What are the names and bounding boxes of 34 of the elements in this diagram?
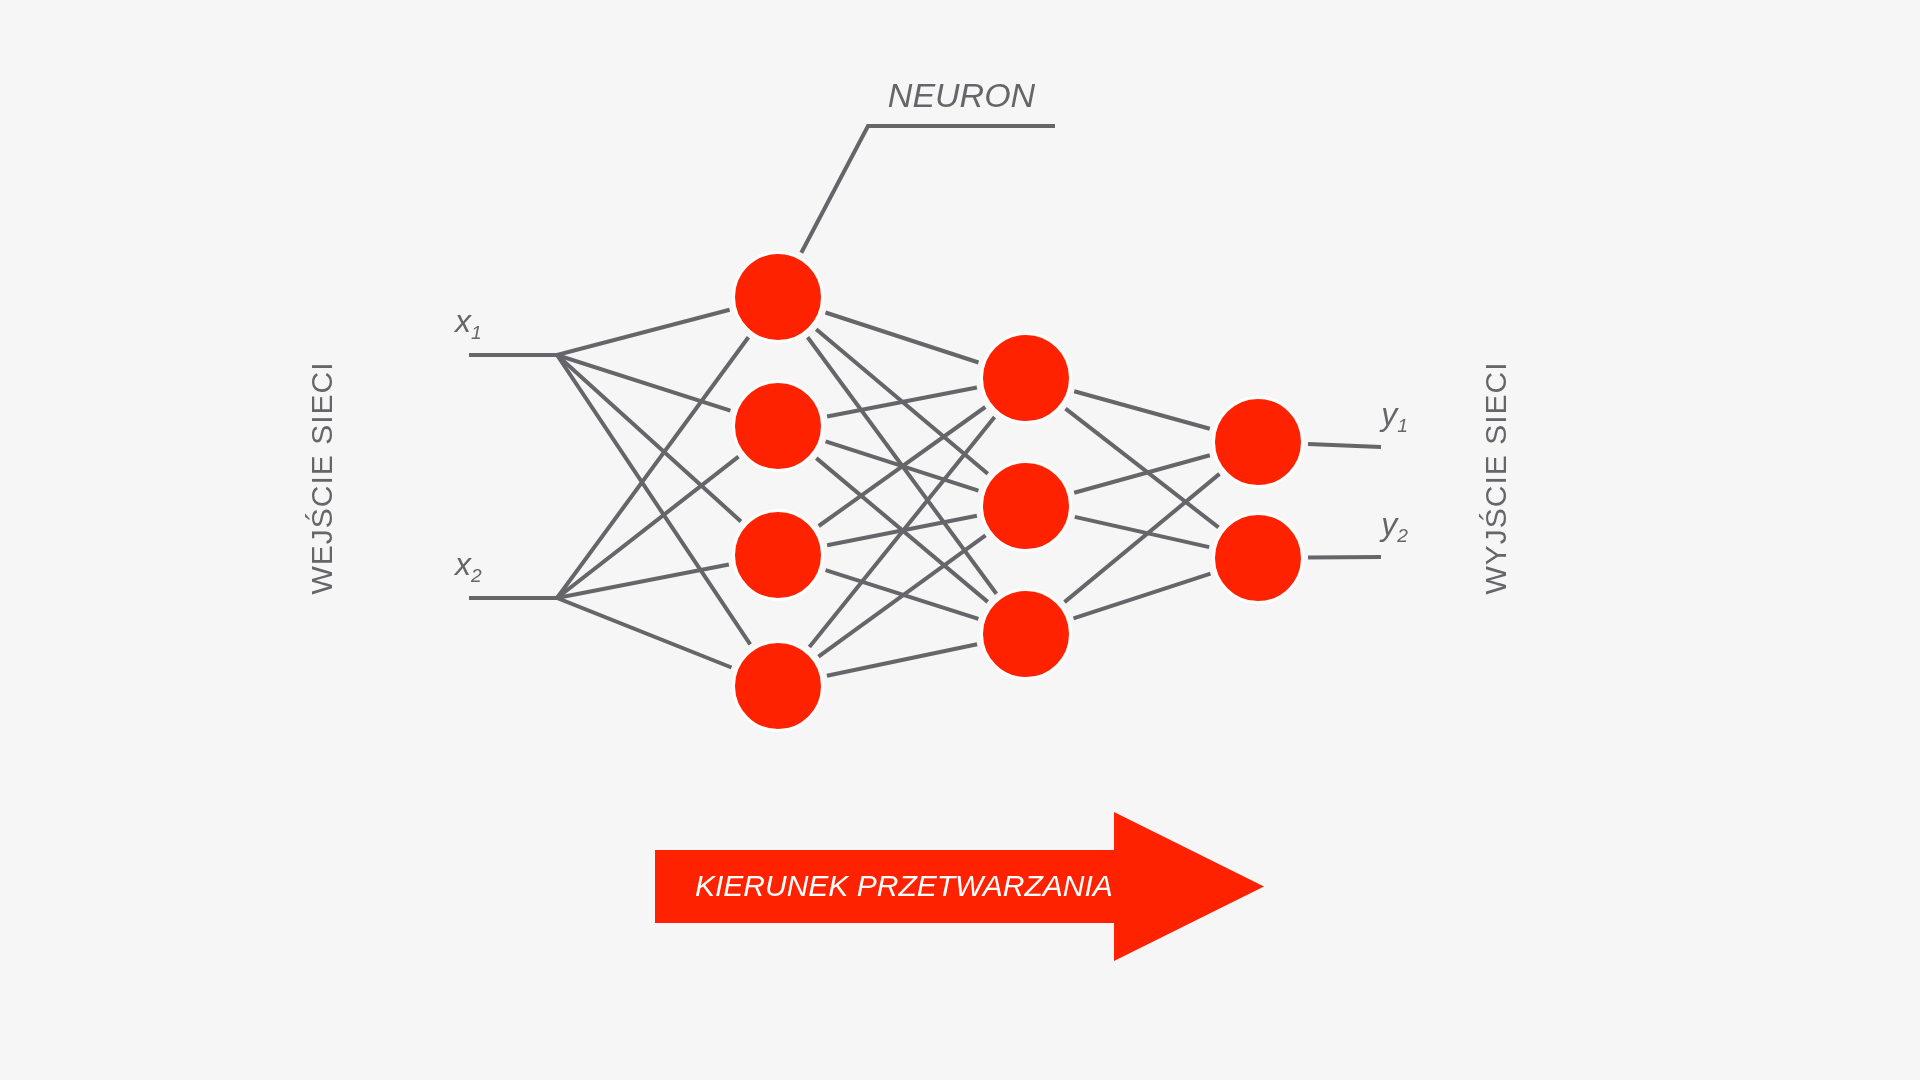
connection-line — [814, 327, 990, 476]
connection-line — [1064, 407, 1220, 529]
connection-line — [469, 596, 733, 670]
connection-line — [826, 385, 978, 419]
connection-line — [1307, 442, 1382, 449]
connection-line — [825, 439, 979, 493]
connection-line — [1073, 453, 1211, 495]
connection-line — [817, 533, 987, 659]
connection-line — [1308, 555, 1381, 560]
variable-label: x$_{1}$ — [455, 303, 495, 355]
connection-line — [826, 642, 978, 678]
connection-line — [815, 456, 989, 604]
connection-line — [1063, 472, 1221, 604]
neuron-circle — [980, 332, 1072, 424]
connection-line — [824, 310, 980, 365]
connection-line — [807, 415, 997, 649]
connection-line — [1074, 514, 1210, 550]
arrow-label: KIERUNEK PRZETWARZANIA — [695, 868, 1113, 904]
variable-label: y$_{1}$ — [1366, 396, 1408, 447]
connection-line — [825, 568, 979, 621]
connection-line — [1072, 571, 1212, 621]
connection-line — [1073, 389, 1211, 431]
neuron-circle — [980, 588, 1072, 680]
connection-line — [469, 353, 752, 646]
connection-line — [826, 513, 978, 548]
connection-line — [806, 336, 998, 595]
variable-label: y$_{2}$ — [1366, 506, 1408, 557]
leader-line — [799, 124, 1055, 254]
connection-line — [817, 405, 987, 528]
processing-direction-arrow — [655, 812, 1264, 961]
axis-label: WYJŚCIE SIECI — [1479, 361, 1513, 595]
callout-label: NEURON — [868, 70, 1055, 126]
axis-label: WEJŚCIE SIECI — [305, 361, 339, 595]
variable-label: x$_{2}$ — [455, 546, 495, 598]
